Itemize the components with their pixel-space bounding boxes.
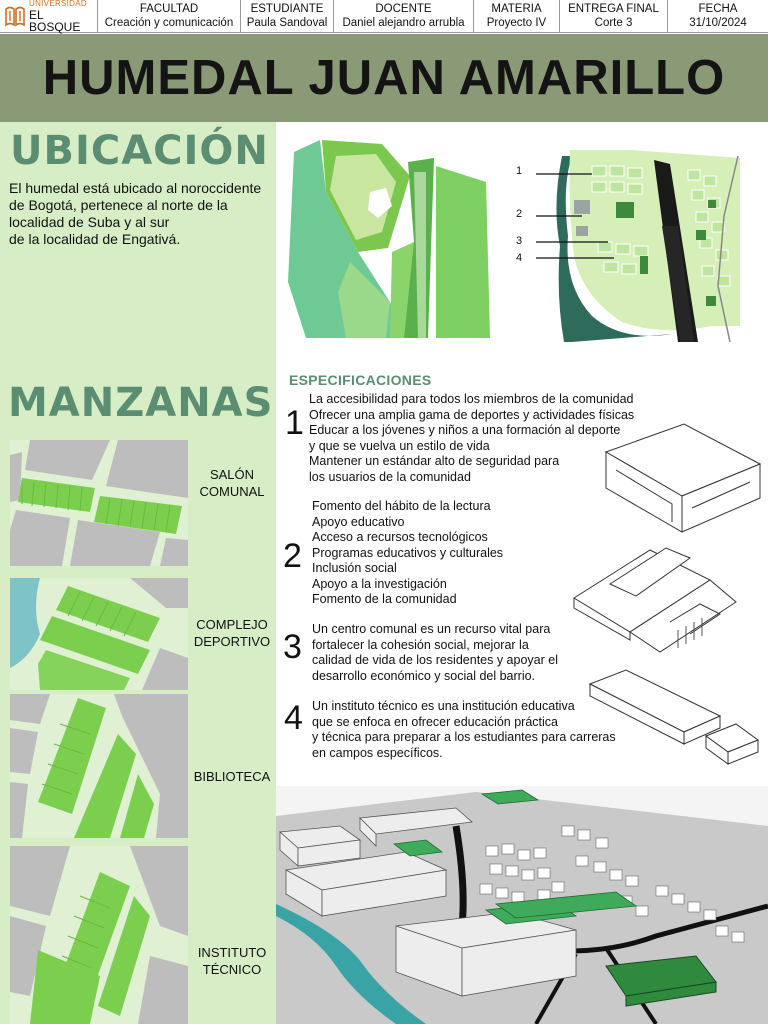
header-bar: UNIVERSIDAD EL BOSQUE FACULTAD Creación … — [0, 0, 768, 33]
university-crest-icon — [5, 6, 25, 27]
header-cell-fecha: FECHA 31/10/2024 — [668, 0, 768, 32]
building-sketch-2 — [573, 547, 737, 653]
spec-text-1: La accesibilidad para todos los miembros… — [309, 392, 635, 484]
spec-text-2: Fomento del hábito de la lectura Apoyo e… — [312, 499, 504, 606]
site-map-label-3: 3 — [516, 235, 523, 247]
header-cell-docente: DOCENTE Daniel alejandro arrubla — [334, 0, 474, 32]
ubicacion-text: El humedal está ubicado al noroccidente … — [9, 180, 262, 247]
header-label: ENTREGA FINAL — [568, 3, 659, 15]
header-value: Daniel alejandro arrubla — [342, 17, 465, 29]
location-map — [288, 140, 490, 338]
header-cell-entrega: ENTREGA FINAL Corte 3 — [560, 0, 668, 32]
spec-text-4: Un instituto técnico es una institución … — [312, 699, 616, 760]
site-map-label-1: 1 — [516, 165, 523, 177]
block-map-instituto-tecnico — [10, 846, 188, 1024]
header-label: MATERIA — [491, 3, 542, 15]
logo-line-1: UNIVERSIDAD — [29, 0, 87, 8]
header-value: Corte 3 — [594, 17, 633, 29]
spec-text-3: Un centro comunal es un recurso vital pa… — [312, 622, 558, 683]
header-cell-estudiante: ESTUDIANTE Paula Sandoval — [241, 0, 334, 32]
building-sketch-3 — [588, 669, 760, 765]
spec-number-3: 3 — [283, 628, 302, 666]
header-value: Paula Sandoval — [246, 17, 328, 29]
header-label: DOCENTE — [375, 3, 432, 15]
header-label: FACULTAD — [139, 3, 199, 15]
university-logo: UNIVERSIDAD EL BOSQUE — [0, 0, 98, 33]
block-map-salon-comunal — [10, 440, 188, 566]
block-label-biblioteca: BIBLIOTECA — [193, 769, 271, 784]
header-label: ESTUDIANTE — [250, 3, 324, 15]
aerial-3d-render — [276, 786, 768, 1024]
site-map — [536, 150, 740, 342]
block-label-salon-comunal: SALÓN COMUNAL — [199, 467, 265, 499]
manzanas-heading: MANZANAS — [8, 380, 274, 426]
site-map-label-4: 4 — [516, 252, 523, 264]
block-label-instituto-tecnico: INSTITUTO TÉCNICO — [197, 945, 267, 977]
spec-number-4: 4 — [284, 699, 303, 737]
site-map-label-2: 2 — [516, 208, 523, 220]
ubicacion-heading: UBICACIÓN — [10, 128, 269, 174]
spec-number-2: 2 — [283, 537, 302, 575]
building-sketch-1 — [604, 423, 762, 533]
logo-line-2: EL BOSQUE — [29, 8, 81, 34]
header-cell-materia: MATERIA Proyecto IV — [474, 0, 560, 32]
spec-number-1: 1 — [285, 404, 304, 442]
especificaciones-heading: ESPECIFICACIONES — [289, 372, 432, 388]
header-value: 31/10/2024 — [689, 17, 747, 29]
header-cell-facultad: FACULTAD Creación y comunicación — [98, 0, 241, 32]
header-label: FECHA — [698, 3, 738, 15]
title-band: HUMEDAL JUAN AMARILLO — [0, 34, 768, 122]
header-value: Proyecto IV — [486, 17, 547, 29]
block-label-complejo-deportivo: COMPLEJO DEPORTIVO — [193, 617, 271, 649]
header-value: Creación y comunicación — [104, 17, 234, 29]
block-map-biblioteca — [10, 694, 188, 838]
page-title: HUMEDAL JUAN AMARILLO — [42, 51, 726, 105]
block-map-complejo-deportivo — [10, 578, 188, 690]
